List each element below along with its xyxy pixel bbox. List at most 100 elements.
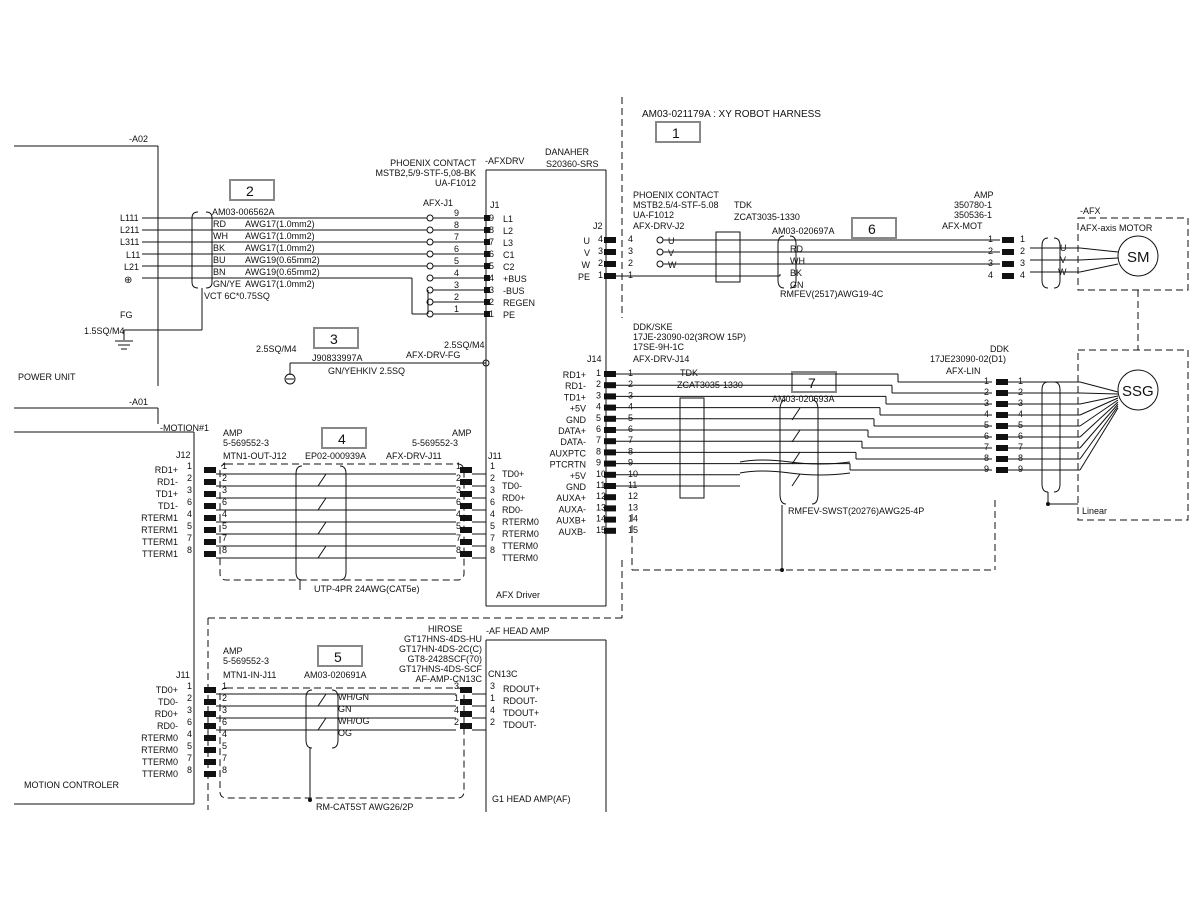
mj11-signal: RTERM0 xyxy=(141,733,178,743)
j12-pin-left: 1 xyxy=(187,461,192,471)
j1-pin-left: 1 xyxy=(454,304,459,314)
dj11-pin-right: 7 xyxy=(490,533,495,543)
twisted-pair-mark xyxy=(317,497,327,511)
svg-text:AFX-DRV-J14: AFX-DRV-J14 xyxy=(633,354,689,364)
motor-connector-header: AMP 350780-1 350536-1 AFX-MOT xyxy=(942,190,994,231)
mj11-pin-right: 6 xyxy=(222,717,227,727)
svg-text:WH/OG: WH/OG xyxy=(338,716,370,726)
mj11-pin-body xyxy=(204,711,216,717)
svg-text:AMP: AMP xyxy=(452,428,472,438)
j14-pin-right: 6 xyxy=(628,424,633,434)
j14-pin-right: 11 xyxy=(628,480,637,490)
j1-signal: L2 xyxy=(503,226,513,236)
svg-text:CN13C: CN13C xyxy=(488,669,518,679)
ha-pin-right: 2 xyxy=(490,717,495,727)
svg-text:RD: RD xyxy=(213,219,226,229)
j14-pin-body xyxy=(604,505,616,512)
j2-phase: W xyxy=(582,260,591,270)
mj11-signal: TD0+ xyxy=(156,685,178,695)
j14-pin-left: 12 xyxy=(596,491,606,501)
j2-header: PHOENIX CONTACT MSTB2.5/4-STF-5.08 TDK U… xyxy=(593,190,800,231)
dj11-signal: TTERM0 xyxy=(502,541,538,551)
j1-pin-left: 9 xyxy=(454,208,459,218)
j2-pin-left: 2 xyxy=(598,258,603,268)
encoder-dash-frame xyxy=(631,500,1050,572)
j1-pin-body xyxy=(484,227,490,233)
dj11-signal: TD0- xyxy=(502,481,522,491)
ha-pin-left: 3 xyxy=(454,681,459,691)
fg-ground: FG 1.5SQ/M4 xyxy=(84,310,133,350)
svg-text:TDK: TDK xyxy=(734,200,752,210)
j14-pin-body xyxy=(604,527,616,534)
svg-text:5-569552-3: 5-569552-3 xyxy=(223,656,269,666)
motor-wire-color: GN xyxy=(790,280,804,290)
mot-pin-left: 1 xyxy=(988,234,993,244)
j1-pin-right: 7 xyxy=(489,237,494,247)
j1-pin-right: 6 xyxy=(489,249,494,259)
mj11-pin-left: 8 xyxy=(187,765,192,775)
wire xyxy=(1079,401,1119,438)
twisted-pair-mark xyxy=(317,717,327,731)
lin-pin-body xyxy=(996,401,1008,407)
driver-model: S20360-SRS xyxy=(546,159,599,169)
cable-6-jacket xyxy=(789,235,797,289)
j12-signal: RD1- xyxy=(157,477,178,487)
j2-term-phase: U xyxy=(668,236,675,246)
motor-box: -AFX AFX-axis MOTOR SM U V W xyxy=(1030,206,1189,291)
twisted-pair-mark xyxy=(317,545,327,559)
mj11-signal: TD0- xyxy=(158,697,178,707)
svg-text:MSTB2.5/4-STF-5.08: MSTB2.5/4-STF-5.08 xyxy=(633,200,719,210)
lin-pin-left: 4 xyxy=(984,409,989,419)
ha-pin-left: 1 xyxy=(454,693,459,703)
j14-signal: AUXA- xyxy=(558,504,586,514)
j2-phase: PE xyxy=(578,272,590,282)
motion-block-label: -MOTION#1 xyxy=(160,423,209,433)
dj11-pin-body xyxy=(460,503,472,509)
j14-pin-body xyxy=(604,516,616,523)
svg-text:AMP: AMP xyxy=(223,646,243,656)
svg-text:5-569552-3: 5-569552-3 xyxy=(412,438,458,448)
j1-pin-body xyxy=(484,299,490,305)
svg-text:2: 2 xyxy=(246,183,254,199)
wire xyxy=(1079,405,1119,460)
svg-text:BU: BU xyxy=(213,255,226,265)
dj11-pin-left: 7 xyxy=(456,533,461,543)
j12-signal: TTERM1 xyxy=(142,549,178,559)
j12-pin-left: 2 xyxy=(187,473,192,483)
j12-pin-left: 8 xyxy=(187,545,192,555)
j14-signal: +5V xyxy=(570,471,586,481)
mj11-pin-left: 7 xyxy=(187,753,192,763)
mj11-pin-body xyxy=(204,699,216,705)
power-wires xyxy=(123,211,428,340)
mj11-pin-right: 5 xyxy=(222,741,227,751)
svg-text:EP02-000939A: EP02-000939A xyxy=(305,451,366,461)
j2-pin-body xyxy=(604,261,616,267)
j12-pin-body xyxy=(204,491,216,497)
j1-signal: REGEN xyxy=(503,298,535,308)
j1-signal: +BUS xyxy=(503,274,527,284)
j2-phase: V xyxy=(584,248,590,258)
dj11-pin-right: 1 xyxy=(490,461,495,471)
j2-pin-left: 3 xyxy=(598,246,603,256)
j1-signal: PE xyxy=(503,310,515,320)
mot-pin-body xyxy=(1002,249,1014,255)
j14-pin-body xyxy=(604,483,616,489)
sensor-symbol: SSG xyxy=(1122,383,1154,400)
j1-signal: L3 xyxy=(503,238,513,248)
mj11-signal: RTERM0 xyxy=(141,745,178,755)
mot-pin-right: 3 xyxy=(1020,258,1025,268)
j14-pin-body xyxy=(604,471,616,478)
j14-signal: DATA+ xyxy=(558,426,586,436)
mot-pin-body xyxy=(1002,237,1014,243)
dj11-pin-right: 8 xyxy=(490,545,495,555)
ha-signal: RDOUT- xyxy=(503,696,538,706)
ha-pin-left: 2 xyxy=(454,717,459,727)
j1-pin-body xyxy=(484,287,490,293)
dj11-pin-body xyxy=(460,467,472,473)
mj11-signal: TTERM0 xyxy=(142,757,178,767)
wire xyxy=(1079,397,1119,416)
dj11-pin-left: 3 xyxy=(456,485,461,495)
cable-3-ground: 3 2.5SQ/M4 J90833997A 2.5SQ/M4 AFX-DRV-F… xyxy=(256,327,490,385)
mot-pin-left: 4 xyxy=(988,270,993,280)
j14-signal: GND xyxy=(566,482,587,492)
